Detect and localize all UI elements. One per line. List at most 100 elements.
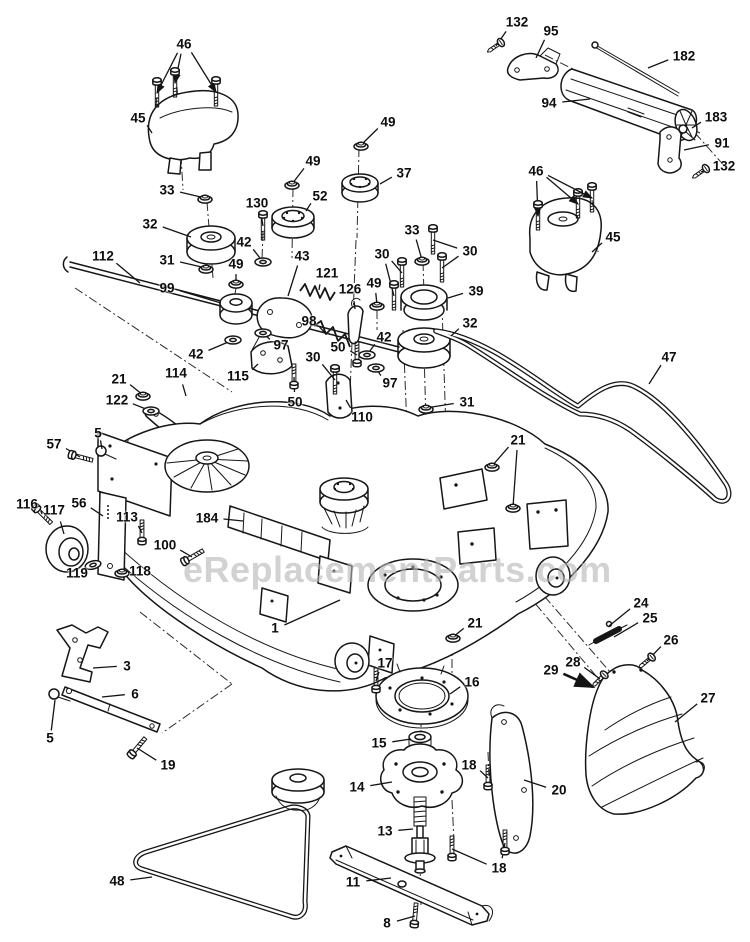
lever-126 (347, 297, 364, 345)
callout-19: 19 (160, 757, 176, 773)
callout-49: 49 (305, 153, 321, 169)
callout-26: 26 (663, 632, 679, 648)
deflector-shield-27 (584, 664, 705, 815)
callout-14: 14 (349, 779, 365, 795)
left-mandrel-dome (164, 439, 250, 493)
callout-112: 112 (92, 248, 114, 264)
callout-28: 28 (565, 654, 581, 670)
bearing-15 (408, 730, 432, 750)
callout-130: 130 (245, 195, 269, 211)
gauge-wheel-117 (45, 525, 89, 573)
callout-25: 25 (642, 610, 658, 626)
callout-31: 31 (459, 394, 475, 410)
callout-16: 16 (464, 674, 480, 690)
deck-wheel-right (535, 556, 571, 596)
callout-27: 27 (700, 690, 716, 706)
spring-25 (593, 626, 622, 644)
callout-43: 43 (294, 248, 310, 264)
callout-114: 114 (165, 365, 187, 381)
callout-30: 30 (305, 349, 321, 365)
callout-13: 13 (377, 823, 393, 839)
callout-3: 3 (123, 658, 131, 674)
callout-52: 52 (312, 188, 328, 204)
callout-122: 122 (105, 392, 129, 408)
spring-121 (299, 283, 336, 301)
callout-57: 57 (46, 436, 62, 452)
mandrel-cover-left (147, 90, 239, 175)
callout-5: 5 (94, 425, 102, 441)
callout-39: 39 (468, 283, 484, 299)
mandrel-ring-16 (375, 663, 469, 729)
gauge-wheel-bracket-56 (97, 491, 127, 581)
callout-33: 33 (159, 182, 175, 198)
pulley-32-left (186, 225, 236, 265)
callout-42: 42 (236, 234, 252, 250)
callout-20: 20 (551, 782, 567, 798)
callout-50: 50 (287, 394, 303, 410)
callout-91: 91 (714, 135, 730, 151)
callout-18: 18 (491, 860, 507, 876)
callout-33: 33 (404, 222, 420, 238)
callout-49: 49 (380, 114, 396, 130)
callout-50: 50 (330, 339, 346, 355)
callout-6: 6 (131, 686, 139, 702)
callout-21: 21 (510, 432, 526, 448)
callout-30: 30 (462, 243, 478, 259)
mandrel-housing-14 (379, 743, 464, 808)
callout-116: 116 (16, 496, 38, 512)
bracket-95 (506, 52, 559, 81)
callout-48: 48 (109, 873, 125, 889)
callout-132: 132 (712, 158, 736, 174)
callout-49: 49 (228, 256, 244, 272)
callout-56: 56 (71, 495, 87, 511)
belt-47 (433, 328, 732, 504)
callout-47: 47 (661, 349, 677, 365)
bracket-91 (657, 126, 682, 174)
idler-pulley-99 (219, 293, 253, 325)
callout-29: 29 (543, 662, 559, 678)
callout-100: 100 (153, 537, 177, 553)
idler-arm-43 (251, 297, 313, 351)
callout-11: 11 (345, 874, 361, 890)
callout-37: 37 (396, 165, 412, 181)
callout-118: 118 (129, 563, 151, 579)
callout-119: 119 (66, 565, 88, 581)
callout-1: 1 (271, 620, 279, 636)
pulley-37 (341, 173, 379, 203)
callout-42: 42 (376, 329, 392, 345)
callout-110: 110 (351, 409, 373, 425)
roller-assembly (506, 41, 698, 174)
callout-183: 183 (704, 109, 728, 125)
belt-48 (133, 804, 311, 920)
bracket-3 (56, 624, 109, 683)
callout-97: 97 (273, 337, 289, 353)
callout-15: 15 (371, 735, 387, 751)
callout-8: 8 (383, 915, 391, 931)
callout-30: 30 (374, 246, 390, 262)
callout-97: 97 (382, 375, 398, 391)
callout-98: 98 (301, 313, 317, 329)
callout-99: 99 (159, 280, 175, 296)
callout-132: 132 (505, 14, 529, 30)
pulley-52 (271, 206, 315, 239)
callout-5: 5 (46, 730, 54, 746)
callout-21: 21 (467, 615, 483, 631)
bracket-110 (325, 373, 353, 419)
clip-183 (678, 124, 688, 134)
callout-45: 45 (605, 229, 621, 245)
callout-24: 24 (633, 595, 649, 611)
callout-21: 21 (111, 371, 127, 387)
chute-bracket-20 (489, 704, 534, 854)
spring-98 (313, 320, 351, 348)
shaft-13 (404, 796, 436, 874)
clip-5-lower (48, 688, 71, 702)
callout-49: 49 (366, 275, 382, 291)
deck-wheel-front (334, 642, 370, 680)
callout-115: 115 (227, 368, 249, 384)
callout-182: 182 (672, 48, 696, 64)
callout-leaders (30, 31, 712, 929)
callout-121: 121 (315, 265, 339, 281)
deck-spindle-pulley (319, 477, 369, 534)
